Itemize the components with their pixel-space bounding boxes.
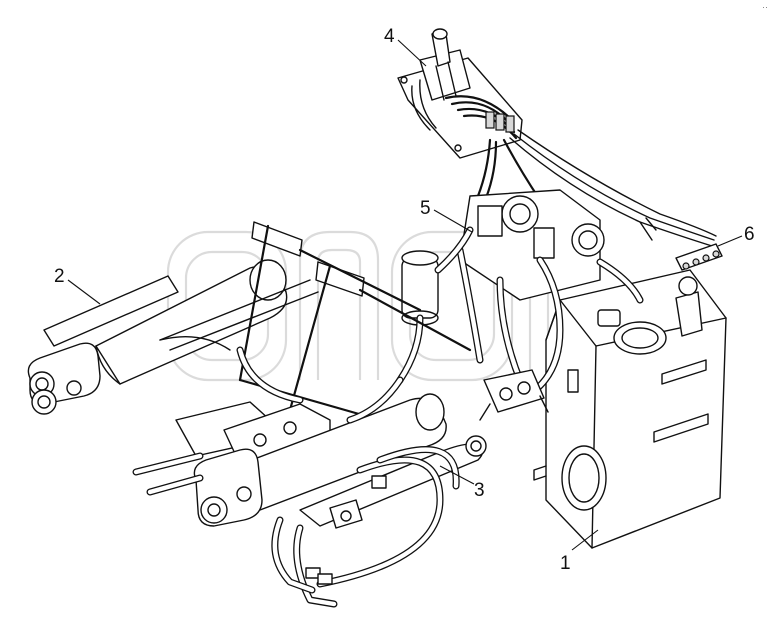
valve-block-assembly	[456, 189, 644, 404]
pressure-filter	[396, 226, 474, 384]
callout-1: 1	[560, 553, 571, 574]
joystick-control-unit	[397, 28, 523, 159]
lower-cylinder-assembly	[175, 393, 487, 529]
control-lines	[476, 129, 717, 247]
callout-6: 6	[744, 224, 755, 245]
callout-5: 5	[420, 198, 431, 219]
callout-labels: 1 2 3 4 5 6 ··	[54, 2, 768, 574]
callout-4: 4	[384, 26, 395, 47]
lift-cylinder-2	[27, 259, 319, 415]
hydraulic-tank	[533, 269, 727, 549]
callout-3: 3	[474, 480, 485, 501]
callout-2: 2	[54, 266, 65, 287]
connector-block-6	[639, 217, 723, 271]
lower-hoses	[132, 346, 460, 608]
distribution-valve	[479, 369, 549, 421]
corner-mark: ··	[762, 2, 768, 12]
